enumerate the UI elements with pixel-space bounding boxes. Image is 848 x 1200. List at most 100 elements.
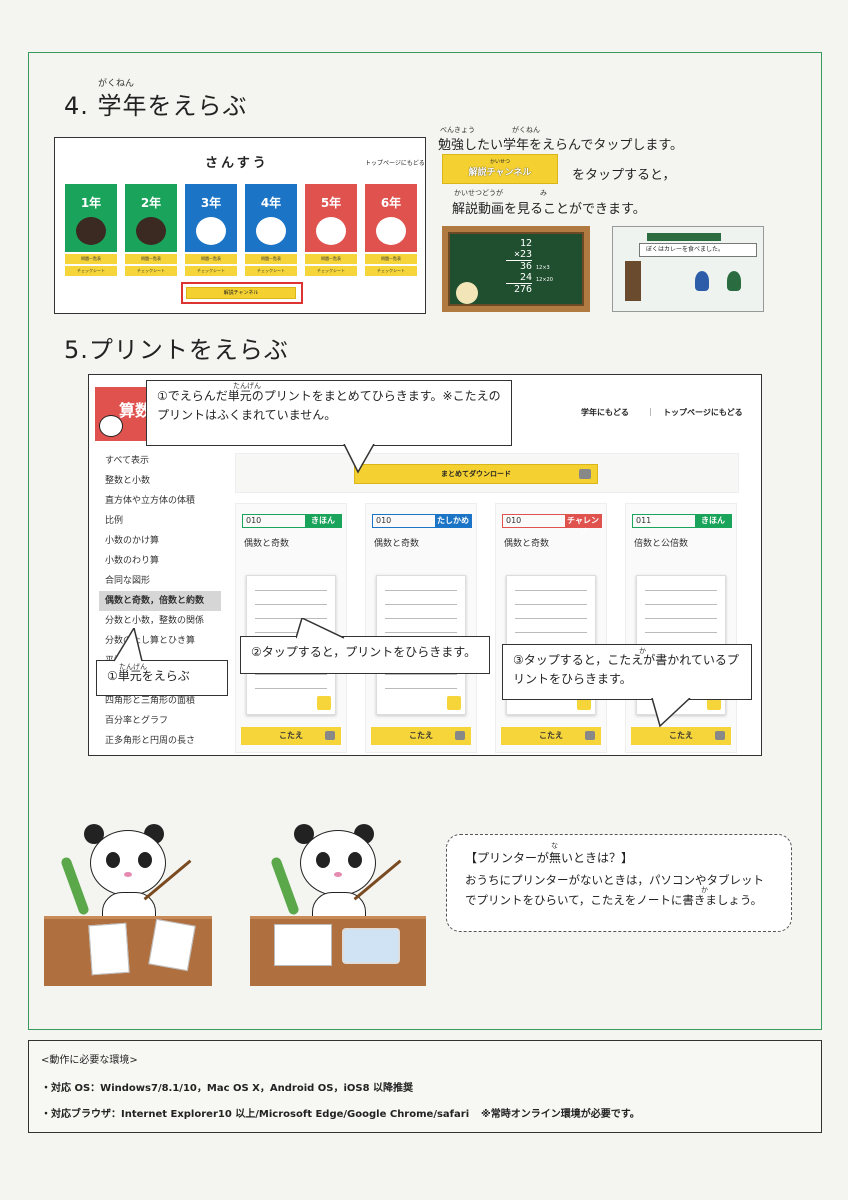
grade-tile[interactable]: 4年 xyxy=(245,184,297,252)
grade-card[interactable]: 4年問題一覧表チェックシート xyxy=(245,184,297,276)
menu-item[interactable]: 比例 xyxy=(105,516,124,526)
section5-title: 5.プリントをえらぶ xyxy=(64,330,289,365)
problem-list-button[interactable]: 問題一覧表 xyxy=(305,254,357,264)
character-student1 xyxy=(695,271,709,291)
mascot-icon xyxy=(256,217,286,245)
answer-button[interactable]: こたえ xyxy=(501,727,601,745)
instruction-line2: をタップすると， xyxy=(572,168,676,183)
nav-grade[interactable]: 学年にもどる xyxy=(581,408,629,417)
zoom-icon xyxy=(317,696,331,710)
menu-item[interactable]: 四角形と三角形の面積 xyxy=(105,696,196,706)
callout-1-text: ①でえらんだ単元のプリントをまとめてひらきます。※こたえのプリントはふくまれてい… xyxy=(157,389,501,422)
menu-item[interactable]: 分数のたし算とひき算 xyxy=(105,636,196,646)
req-heading: <動作に必要な環境> xyxy=(41,1055,138,1066)
printer-icon xyxy=(455,731,465,740)
printer-note-body: おうちにプリンターがないときは，パソコンやタブレットでプリントをひらいて，こたえ… xyxy=(465,873,764,907)
channel-button[interactable]: 解説チャンネル xyxy=(186,287,296,299)
problem-list-button[interactable]: 問題一覧表 xyxy=(125,254,177,264)
calc-row: ×23 xyxy=(506,249,532,261)
menu-item[interactable]: すべて表示 xyxy=(105,456,150,466)
req-note: ※常時オンライン環境が必要です。 xyxy=(481,1109,640,1120)
answer-button[interactable]: こたえ xyxy=(631,727,731,745)
mascot-icon xyxy=(196,217,226,245)
menu-item[interactable]: 百分率とグラフ xyxy=(105,716,169,726)
menu-item[interactable]: 整数と小数 xyxy=(105,476,151,486)
check-sheet-button[interactable]: チェックシート xyxy=(305,266,357,276)
download-button[interactable]: まとめてダウンロード xyxy=(354,464,598,484)
check-sheet-button[interactable]: チェックシート xyxy=(185,266,237,276)
card-title: 偶数と奇数 xyxy=(374,539,420,549)
callout-1-tail xyxy=(343,444,375,474)
grade-label: 2年 xyxy=(140,196,162,210)
answer-label: こたえ xyxy=(409,731,433,740)
card-number: 010 xyxy=(376,516,392,525)
menu-item[interactable]: 合同な図形 xyxy=(105,576,151,586)
section-title: プリントをえらぶ xyxy=(88,336,289,364)
card-title: 偶数と奇数 xyxy=(504,539,550,549)
menu-item[interactable]: 小数のわり算 xyxy=(105,556,160,566)
section4-title: 4. 学年をえらぶ xyxy=(64,86,248,121)
answer-button[interactable]: こたえ xyxy=(241,727,341,745)
problem-list-button[interactable]: 問題一覧表 xyxy=(245,254,297,264)
problem-list-button[interactable]: 問題一覧表 xyxy=(365,254,417,264)
menu-item[interactable]: 分数と小数，整数の関係 xyxy=(105,616,205,626)
callout-1: たんげん ①でえらんだ単元のプリントをまとめてひらきます。※こたえのプリントはふ… xyxy=(146,380,512,446)
screen-heading: さんすう xyxy=(205,156,269,171)
instruction-line1: 勉強したい学年をえらんでタップします。 xyxy=(438,138,684,153)
printer-icon xyxy=(585,731,595,740)
menu-item[interactable]: 正多角形と円周の長さ xyxy=(105,736,196,746)
grade-tile[interactable]: 5年 xyxy=(305,184,357,252)
tablet xyxy=(342,928,400,964)
top-page-link[interactable]: トップページにもどる xyxy=(365,160,425,167)
printer-icon xyxy=(579,469,591,479)
grade-card[interactable]: 2年問題一覧表チェックシート xyxy=(125,184,177,276)
grade-label: 3年 xyxy=(200,196,222,210)
printer-note: な 【プリンターが無いときは？】 か おうちにプリンターがないときは，パソコンや… xyxy=(446,834,792,932)
callout-4-text: ①単元をえらぶ xyxy=(107,669,190,683)
notebook xyxy=(274,924,332,966)
callout-3-tail xyxy=(651,698,691,728)
problem-list-button[interactable]: 問題一覧表 xyxy=(185,254,237,264)
video-thumbnail-japanese[interactable]: ぼくはカレーを食べました。 xyxy=(612,226,764,312)
menu-item[interactable]: 小数のかけ算 xyxy=(105,536,160,546)
grade-tile[interactable]: 2年 xyxy=(125,184,177,252)
check-sheet-button[interactable]: チェックシート xyxy=(365,266,417,276)
grade-tile[interactable]: 3年 xyxy=(185,184,237,252)
callout-4: たんげん ①単元をえらぶ xyxy=(96,660,228,696)
callout-4-tail xyxy=(113,628,143,662)
ruby-kaisetsu: かいせつどうが xyxy=(454,189,503,197)
grade-card[interactable]: 1年問題一覧表チェックシート xyxy=(65,184,117,276)
check-sheet-button[interactable]: チェックシート xyxy=(65,266,117,276)
grade-tile[interactable]: 6年 xyxy=(365,184,417,252)
content-frame xyxy=(28,52,822,1030)
ruby-tangen-2: たんげん xyxy=(119,663,147,671)
instruction-line3: 解説動画を見ることができます。 xyxy=(452,202,646,217)
character-student2 xyxy=(727,271,741,291)
grade-label: 6年 xyxy=(380,196,402,210)
grade-card[interactable]: 6年問題一覧表チェックシート xyxy=(365,184,417,276)
menu-item[interactable]: 直方体や立方体の体積 xyxy=(105,496,196,506)
check-sheet-button[interactable]: チェックシート xyxy=(245,266,297,276)
unit-menu: すべて表示整数と小数直方体や立方体の体積比例小数のかけ算小数のわり算合同な図形偶… xyxy=(99,451,221,751)
problem-list-button[interactable]: 問題一覧表 xyxy=(65,254,117,264)
answer-button[interactable]: こたえ xyxy=(371,727,471,745)
calc-row: 12 xyxy=(519,238,532,249)
grade-card[interactable]: 5年問題一覧表チェックシート xyxy=(305,184,357,276)
level-badge: チャレンジ xyxy=(565,515,601,536)
callout-3-text: ③タップすると，こたえが書かれているプリントをひらきます。 xyxy=(513,653,739,686)
note-2: 12×20 xyxy=(536,277,553,283)
grade-card[interactable]: 3年問題一覧表チェックシート xyxy=(185,184,237,276)
nav-top[interactable]: トップページにもどる xyxy=(663,408,743,417)
card-number: 010 xyxy=(246,516,262,525)
ruby-benkyou: べんきょう xyxy=(440,126,475,134)
check-sheet-button[interactable]: チェックシート xyxy=(125,266,177,276)
menu-item[interactable]: 偶数と奇数，倍数と約数 xyxy=(99,591,221,611)
grade-tile[interactable]: 1年 xyxy=(65,184,117,252)
